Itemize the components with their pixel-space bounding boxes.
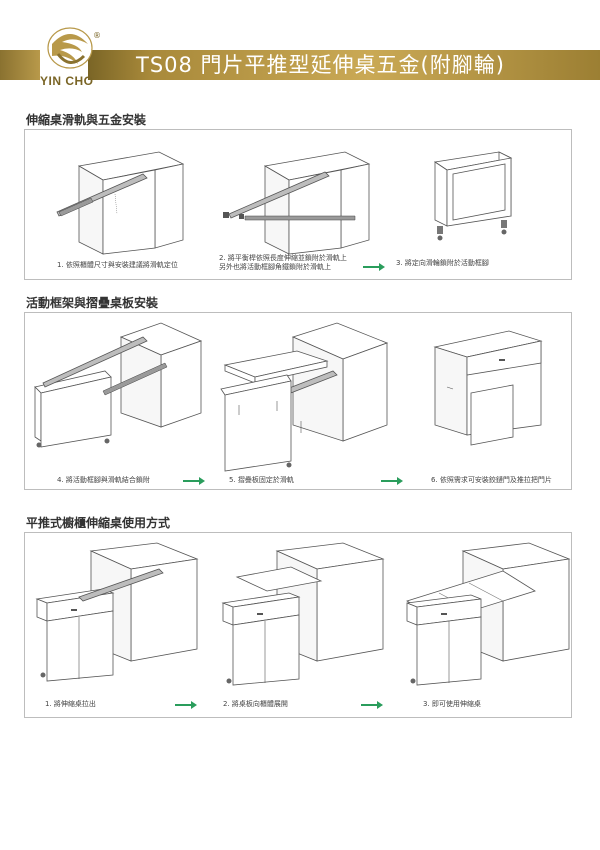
folding-board-figure: [220, 322, 389, 472]
usage-step-1-label: 1. 將伸縮桌拉出: [45, 700, 96, 708]
finished-cabinet-door-figure: [433, 330, 543, 446]
section-3-panel: 1. 將伸縮桌拉出 2. 將桌板向櫃體展開 3. 即可使用伸縮桌: [24, 532, 572, 718]
section-2-panel: 4. 將活動框腳與滑軌結合鎖附 5. 摺疊板固定於滑軌 6. 依照需求可安裝鉸鏈…: [24, 312, 572, 490]
frame-rail-assembly-figure: [34, 322, 203, 448]
usage-step-2-label: 2. 將桌板向櫃體展開: [223, 700, 288, 708]
step-2-label: 2. 將平衡桿依照長度伸縮並鎖附於滑軌上: [219, 254, 347, 262]
section-1-title: 伸縮桌滑軌與五金安裝: [26, 113, 147, 127]
yin-cho-logo-icon: [47, 27, 93, 69]
arrow-right-icon: [381, 477, 403, 485]
header-left-band: [0, 50, 40, 80]
arrow-right-icon: [361, 701, 383, 709]
arrow-right-icon: [175, 701, 197, 709]
section-3-title: 平推式櫥櫃伸縮桌使用方式: [26, 516, 171, 530]
step-5-label: 5. 摺疊板固定於滑軌: [229, 476, 294, 484]
cabinet-rail-balance-bar-figure: [223, 151, 371, 255]
pull-out-table-figure: [35, 542, 199, 682]
step-4-label: 4. 將活動框腳與滑軌結合鎖附: [57, 476, 150, 484]
usage-step-3-label: 3. 即可使用伸縮桌: [423, 700, 481, 708]
arrow-right-icon: [183, 477, 205, 485]
unfold-table-figure: [221, 542, 385, 686]
brand-name: YIN CHO: [40, 74, 94, 88]
step-3-label: 3. 將定向滑輪鎖附於活動框腳: [396, 259, 489, 267]
step-1-label: 1. 依照櫃體尺寸與安裝建議將滑軌定位: [57, 261, 178, 269]
arrow-right-icon: [363, 263, 385, 271]
page-header: ® YIN CHO TS08 門片平推型延伸桌五金(附腳輪): [0, 0, 600, 92]
step-2-label-line-2: 另外也將活動框腳角鐵鎖附於滑軌上: [219, 263, 331, 271]
section-1-panel: 1. 依照櫃體尺寸與安裝建議將滑軌定位 2. 將平衡桿依照長度伸縮並鎖附於滑軌上…: [24, 129, 572, 280]
moving-frame-casters-figure: [433, 151, 513, 241]
cabinet-rail-figure: [56, 151, 185, 255]
step-6-label: 6. 依照需求可安裝鉸鏈門及推拉把門片: [431, 476, 552, 484]
registered-mark: ®: [93, 31, 101, 40]
header-title-bar: [88, 50, 600, 80]
page-title: TS08 門片平推型延伸桌五金(附腳輪): [136, 53, 505, 77]
section-2-title: 活動框架與摺疊桌板安裝: [26, 296, 159, 310]
ready-table-figure: [406, 542, 571, 686]
